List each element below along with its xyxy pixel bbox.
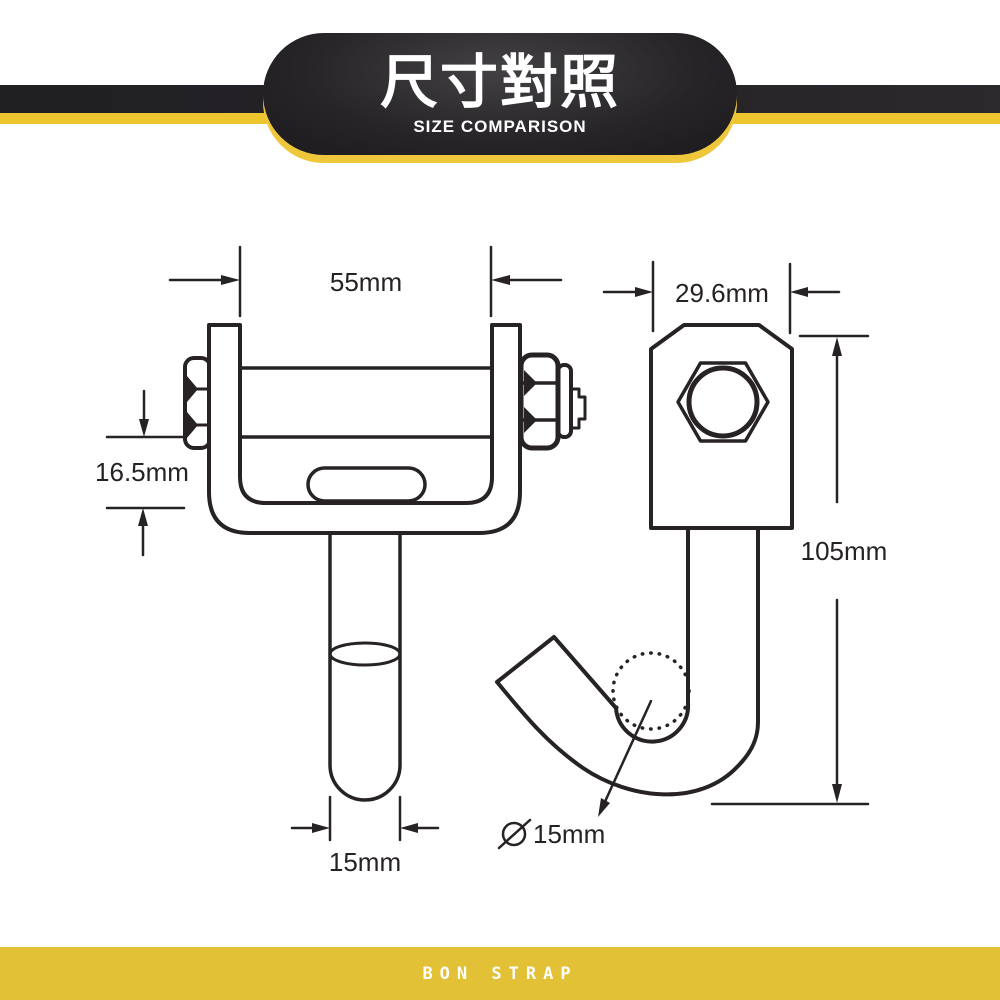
dimension-label-105mm: 105mm (801, 536, 888, 566)
bracket-outline (207, 323, 522, 535)
bolt-circle (686, 365, 760, 439)
hex-bolt-head (676, 361, 770, 443)
nut-left-facet-mark (187, 412, 198, 438)
diameter-leader-arrow (598, 798, 610, 817)
hex-nut-right (518, 352, 561, 451)
dimension-label-29-6mm: 29.6mm (675, 278, 769, 308)
nut-left-facet-mark (187, 376, 198, 402)
hook-diameter-dotted-circle (611, 651, 691, 731)
dimension-hook-diameter-15mm: 15mm (497, 818, 605, 850)
dimension-label-hook-15mm: 15mm (533, 819, 605, 849)
bolt-tip (569, 387, 587, 430)
dimension-flange-16-5mm: 16.5mm (95, 389, 189, 557)
dimension-label-15mm: 15mm (329, 847, 401, 877)
dimension-width-29-6mm: 29.6mm (602, 260, 841, 335)
diameter-leader-line (601, 699, 653, 808)
nut-right-facet-mark (524, 407, 537, 433)
dimension-label-16-5mm: 16.5mm (95, 457, 189, 487)
bracket-slot (306, 466, 427, 503)
rod-section-ellipse (328, 641, 402, 667)
header-pill: 尺寸對照 SIZE COMPARISON (263, 33, 737, 155)
bracket-front-view (183, 323, 587, 802)
diameter-symbol-icon (497, 818, 532, 850)
page-title: 尺寸對照 (379, 48, 620, 116)
hook-side-view (495, 323, 794, 817)
footer-bar: BON STRAP (0, 947, 1000, 1000)
dimension-rod-15mm: 15mm (290, 795, 440, 877)
dimension-label-55mm: 55mm (330, 267, 402, 297)
brand-name: BON STRAP (422, 963, 578, 984)
nut-right-facet-mark (524, 370, 537, 396)
dimension-height-105mm: 105mm (710, 334, 888, 806)
hook-outline (495, 526, 760, 797)
page-subtitle: SIZE COMPARISON (413, 117, 587, 136)
dimension-width-55mm: 55mm (168, 245, 563, 318)
